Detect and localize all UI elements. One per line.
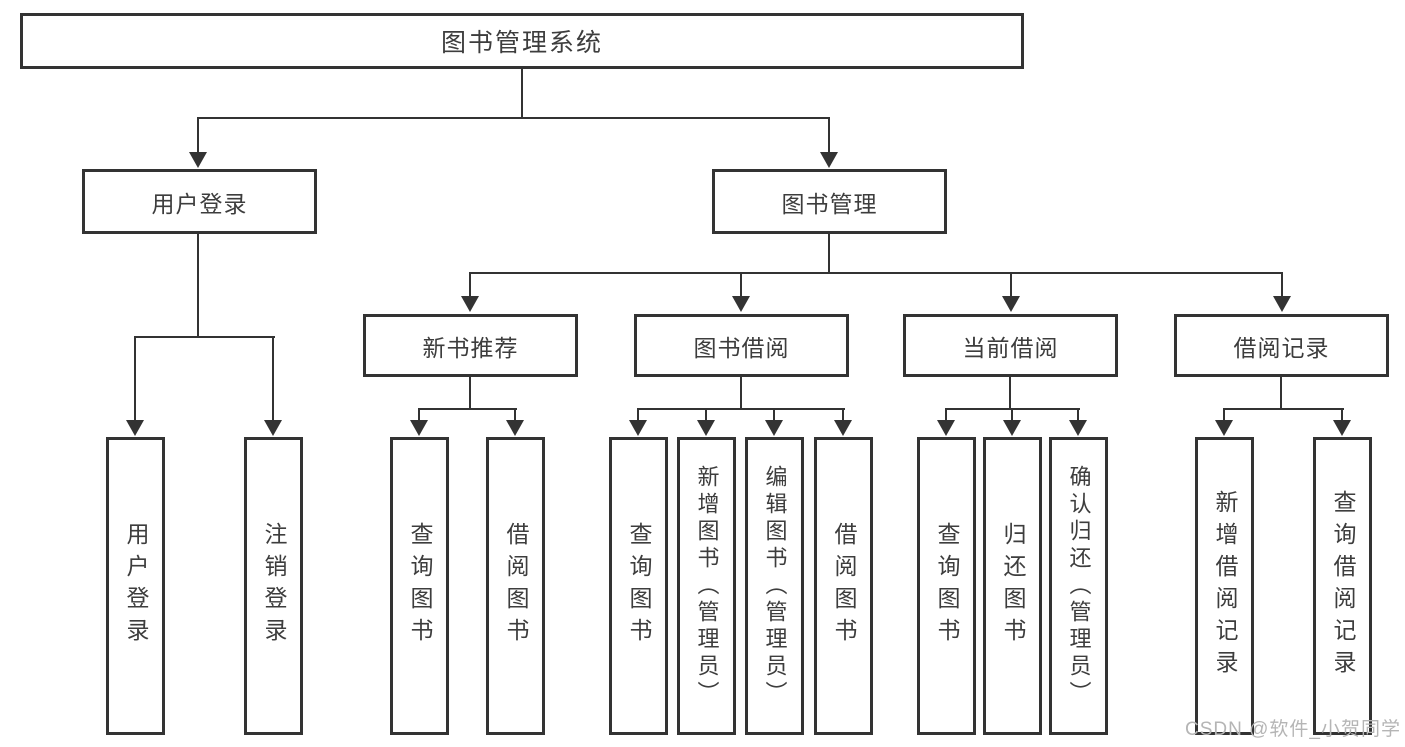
leaf-add-books-admin-label: 新增图书（管理员） (694, 464, 720, 708)
node-book-borrowing: 图书借阅 (634, 314, 849, 377)
leaf-query-books-current-label: 查询图书 (934, 522, 960, 650)
node-current-borrowing: 当前借阅 (903, 314, 1118, 377)
arrow-down-icon (834, 420, 852, 436)
leaf-query-borrow-record: 查询借阅记录 (1313, 437, 1372, 735)
connector-level1-bar (197, 117, 830, 119)
connector-stem (514, 408, 516, 422)
leaf-query-books-borrowing-label: 查询图书 (626, 522, 652, 650)
leaf-borrow-books-borrowing-label: 借阅图书 (831, 522, 857, 650)
leaf-user-login: 用户登录 (106, 437, 165, 735)
watermark-text: CSDN @软件_小贺同学 (1185, 719, 1401, 740)
arrow-down-icon (1273, 296, 1291, 312)
leaf-borrow-books-borrowing: 借阅图书 (814, 437, 873, 735)
arrow-down-icon (732, 296, 750, 312)
connector-stem (469, 377, 471, 410)
node-new-book-recommendation-label: 新书推荐 (422, 334, 519, 361)
arrow-down-icon (506, 420, 524, 436)
leaf-add-borrow-record: 新增借阅记录 (1195, 437, 1254, 735)
arrow-down-icon (189, 152, 207, 168)
leaf-add-books-admin: 新增图书（管理员） (677, 437, 736, 735)
arrow-down-icon (697, 420, 715, 436)
leaf-logout-label: 注销登录 (261, 522, 287, 650)
connector-stem (1280, 377, 1282, 410)
connector-stem (1077, 408, 1079, 422)
connector-stem (945, 408, 947, 422)
connector-stem (1223, 408, 1225, 422)
connector-stem (197, 233, 199, 338)
connector-stem (418, 408, 420, 422)
connector-bar (1223, 408, 1344, 410)
leaf-borrow-books-recommend-label: 借阅图书 (503, 522, 529, 650)
connector-level2-bar (469, 272, 1283, 274)
connector-stem (1011, 408, 1013, 422)
node-book-borrowing-label: 图书借阅 (693, 334, 790, 361)
connector-stem (1281, 272, 1283, 298)
connector-stem (637, 408, 639, 422)
arrow-down-icon (629, 420, 647, 436)
arrow-down-icon (461, 296, 479, 312)
connector-stem (740, 377, 742, 410)
connector-stem (705, 408, 707, 422)
node-current-borrowing-label: 当前借阅 (962, 334, 1059, 361)
arrow-down-icon (1003, 420, 1021, 436)
leaf-return-books: 归还图书 (983, 437, 1042, 735)
leaf-return-books-label: 归还图书 (1000, 522, 1026, 650)
connector-stem (1010, 272, 1012, 298)
connector-stem (197, 117, 199, 155)
connector-stem (828, 117, 830, 155)
connector-bar (418, 408, 517, 410)
arrow-down-icon (765, 420, 783, 436)
connector-stem (1009, 377, 1011, 410)
connector-stem (272, 336, 274, 422)
arrow-down-icon (1215, 420, 1233, 436)
arrow-down-icon (126, 420, 144, 436)
leaf-query-books-recommend: 查询图书 (390, 437, 449, 735)
arrow-down-icon (1333, 420, 1351, 436)
connector-bar (637, 408, 845, 410)
leaf-confirm-return-admin-label: 确认归还（管理员） (1066, 464, 1092, 708)
connector-stem (1341, 408, 1343, 422)
connector-root-stem (521, 69, 523, 118)
arrow-down-icon (937, 420, 955, 436)
connector-stem (740, 272, 742, 298)
arrow-down-icon (264, 420, 282, 436)
node-borrowing-records-label: 借阅记录 (1233, 334, 1330, 361)
node-new-book-recommendation: 新书推荐 (363, 314, 578, 377)
leaf-query-borrow-record-label: 查询借阅记录 (1330, 490, 1356, 682)
arrow-down-icon (1069, 420, 1087, 436)
connector-stem (469, 272, 471, 298)
arrow-down-icon (820, 152, 838, 168)
node-book-management-label: 图书管理 (781, 190, 878, 217)
leaf-user-login-label: 用户登录 (123, 522, 149, 650)
leaf-add-borrow-record-label: 新增借阅记录 (1212, 490, 1238, 682)
node-root-label: 图书管理系统 (440, 29, 603, 57)
connector-bar (134, 336, 275, 338)
node-user-login-label: 用户登录 (151, 190, 248, 217)
node-borrowing-records: 借阅记录 (1174, 314, 1389, 377)
connector-stem (828, 233, 830, 274)
leaf-query-books-borrowing: 查询图书 (609, 437, 668, 735)
arrow-down-icon (1002, 296, 1020, 312)
node-book-management: 图书管理 (712, 169, 947, 234)
leaf-logout: 注销登录 (244, 437, 303, 735)
leaf-borrow-books-recommend: 借阅图书 (486, 437, 545, 735)
connector-stem (773, 408, 775, 422)
node-user-login: 用户登录 (82, 169, 317, 234)
node-root: 图书管理系统 (20, 13, 1024, 69)
leaf-edit-books-admin-label: 编辑图书（管理员） (762, 464, 788, 708)
leaf-query-books-current: 查询图书 (917, 437, 976, 735)
leaf-edit-books-admin: 编辑图书（管理员） (745, 437, 804, 735)
arrow-down-icon (410, 420, 428, 436)
leaf-confirm-return-admin: 确认归还（管理员） (1049, 437, 1108, 735)
leaf-query-books-recommend-label: 查询图书 (407, 522, 433, 650)
connector-stem (134, 336, 136, 422)
connector-stem (842, 408, 844, 422)
